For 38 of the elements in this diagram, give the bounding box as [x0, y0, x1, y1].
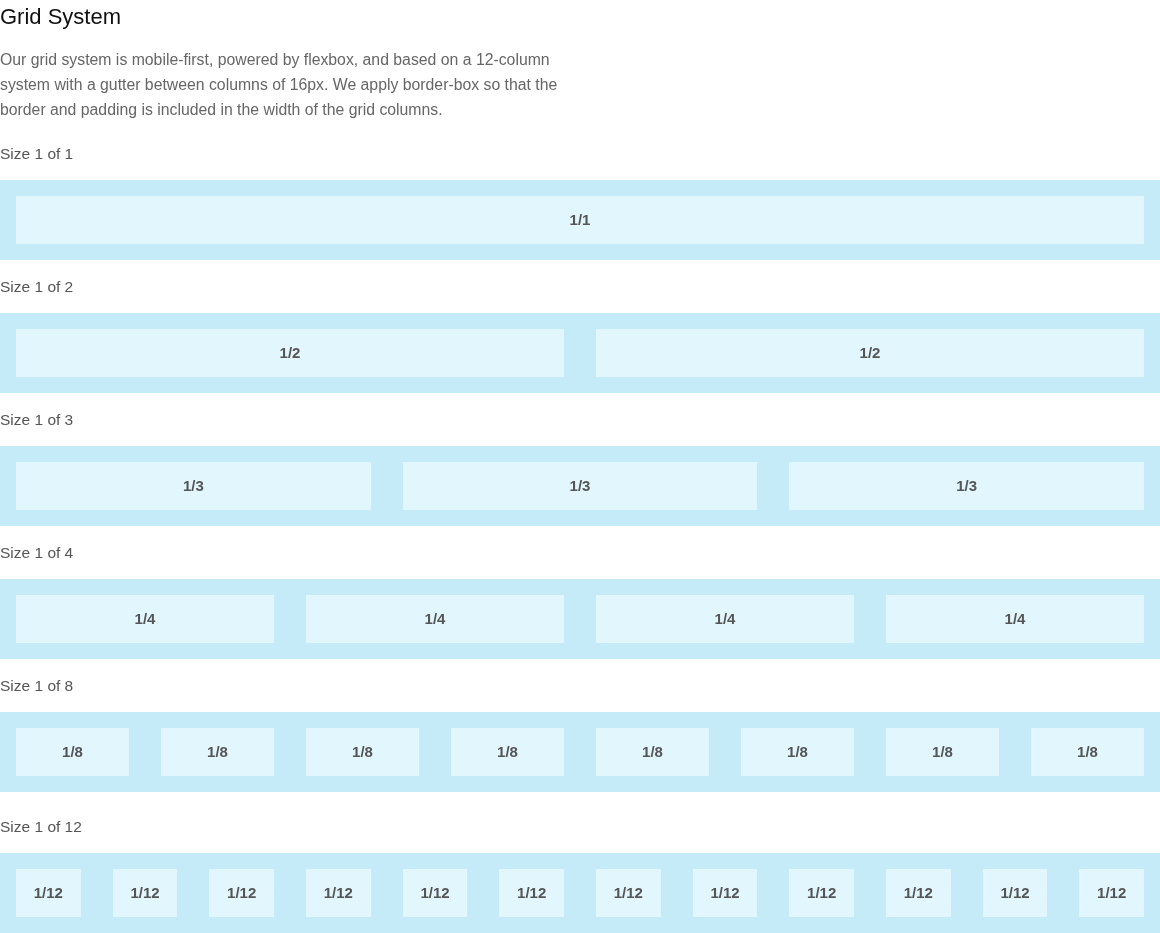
- grid-column-block: 1/3: [402, 462, 758, 510]
- grid-column-block: 1/3: [789, 462, 1144, 510]
- grid-column-block: 1/12: [16, 869, 81, 917]
- grid-column-block: 1/4: [16, 595, 274, 643]
- grid-column-block: 1/1: [16, 196, 1144, 244]
- grid-column-block: 1/3: [16, 462, 371, 510]
- grid-column-block: 1/2: [16, 329, 564, 377]
- grid-column-block: 1/12: [596, 869, 661, 917]
- page-title: Grid System: [0, 4, 122, 30]
- grid-column-block: 1/12: [982, 869, 1048, 917]
- grid-column-block: 1/8: [596, 728, 709, 776]
- row-heading: Size 1 of 8: [0, 676, 74, 696]
- grid-column-block: 1/12: [306, 869, 371, 917]
- grid-column-block: 1/2: [596, 329, 1144, 377]
- grid-column-block: 1/12: [789, 869, 854, 917]
- row-heading: Size 1 of 3: [0, 410, 74, 430]
- grid-column-block: 1/12: [692, 869, 758, 917]
- row-heading: Size 1 of 1: [0, 144, 74, 164]
- grid-column-block: 1/12: [112, 869, 178, 917]
- grid-column-block: 1/4: [886, 595, 1144, 643]
- description-paragraph: Our grid system is mobile-first, powered by flexbox, and based on a 12-column system with a gutter between columns of 16px. We apply border-box so that the border and padding is included in the width of the grid columns.: [0, 50, 559, 120]
- grid-column-block: 1/4: [306, 595, 564, 643]
- grid-column-block: 1/8: [161, 728, 274, 776]
- grid-column-block: 1/12: [886, 869, 951, 917]
- grid-column-block: 1/8: [1031, 728, 1144, 776]
- grid-column-block: 1/4: [596, 595, 854, 643]
- grid-column-block: 1/12: [402, 869, 468, 917]
- row-heading: Size 1 of 12: [0, 817, 82, 837]
- row-heading: Size 1 of 4: [0, 543, 74, 563]
- grid-column-block: 1/12: [209, 869, 274, 917]
- grid-column-block: 1/8: [451, 728, 564, 776]
- grid-column-block: 1/8: [886, 728, 999, 776]
- grid-column-block: 1/8: [16, 728, 129, 776]
- grid-column-block: 1/8: [306, 728, 419, 776]
- grid-column-block: 1/8: [741, 728, 854, 776]
- row-heading: Size 1 of 2: [0, 277, 74, 297]
- grid-column-block: 1/12: [499, 869, 564, 917]
- grid-column-block: 1/12: [1079, 869, 1144, 917]
